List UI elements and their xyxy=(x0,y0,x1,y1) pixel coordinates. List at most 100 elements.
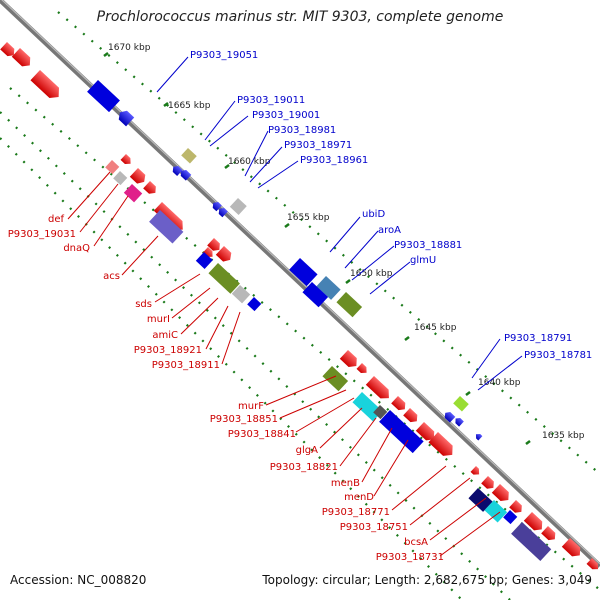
reverse-gene-arrow[interactable] xyxy=(523,512,546,534)
kbp-label-1670: 1670 kbp xyxy=(108,43,151,53)
gene-label-p9303-18911[interactable]: P9303_18911 xyxy=(152,360,220,371)
reverse-gene-arrow[interactable] xyxy=(143,181,159,196)
gene-label-p9303-18981[interactable]: P9303_18981 xyxy=(268,125,336,136)
reverse-gene-arrow[interactable] xyxy=(30,70,63,102)
forward-gene-arrow[interactable] xyxy=(179,168,192,181)
feature-block-olive[interactable] xyxy=(208,263,240,294)
reverse-gene-arrow[interactable] xyxy=(215,246,234,264)
reverse-gene-arrow[interactable] xyxy=(491,484,513,504)
gene-label-p9303-18971[interactable]: P9303_18971 xyxy=(284,140,352,151)
feature-block-blue[interactable] xyxy=(379,410,424,454)
feature-block-blue[interactable] xyxy=(87,80,120,113)
kbp-label-1665: 1665 kbp xyxy=(168,101,211,111)
gene-label-acs[interactable]: acs xyxy=(103,271,120,282)
reverse-strand-genes xyxy=(0,42,600,572)
gene-label-sds[interactable]: sds xyxy=(135,299,152,310)
feature-block-slate[interactable] xyxy=(511,522,552,561)
reverse-gene-arrow[interactable] xyxy=(391,396,408,413)
reverse-gene-arrow[interactable] xyxy=(339,350,361,370)
forward-gene-arrow[interactable] xyxy=(453,416,464,427)
forward-gene-arrow[interactable] xyxy=(474,432,483,441)
accession-label: Accession: NC_008820 xyxy=(10,573,147,587)
gene-label-p9303-18821[interactable]: P9303_18821 xyxy=(270,462,338,473)
reverse-gene-arrow[interactable] xyxy=(481,476,497,491)
gene-label-p9303-18841[interactable]: P9303_18841 xyxy=(228,429,296,440)
feature-block-blue[interactable] xyxy=(503,510,518,525)
gene-label-p9303-18961[interactable]: P9303_18961 xyxy=(300,155,368,166)
reverse-gene-arrow[interactable] xyxy=(356,363,370,376)
feature-block-cyan[interactable] xyxy=(352,392,383,422)
gene-label-p9303-19011[interactable]: P9303_19011 xyxy=(237,95,305,106)
forward-leader-lines xyxy=(156,56,523,391)
forward-gene-arrow[interactable] xyxy=(217,206,228,218)
reverse-gene-arrow[interactable] xyxy=(207,238,223,253)
kbp-label-1640: 1640 kbp xyxy=(478,378,521,388)
gene-label-glga[interactable]: glgA xyxy=(296,445,318,456)
gene-label-p9303-19001[interactable]: P9303_19001 xyxy=(252,110,320,121)
feature-block-blue[interactable] xyxy=(289,258,318,287)
forward-gene-arrow[interactable] xyxy=(116,108,135,127)
gene-label-p9303-18851[interactable]: P9303_18851 xyxy=(210,414,278,425)
feature-block-grey[interactable] xyxy=(113,171,128,186)
gene-label-dnaq[interactable]: dnaQ xyxy=(63,243,90,254)
feature-block-steelblue[interactable] xyxy=(316,276,341,300)
kbp-label-1655: 1655 kbp xyxy=(287,213,330,223)
reverse-gene-arrow[interactable] xyxy=(0,42,17,59)
feature-block-olive[interactable] xyxy=(336,292,363,318)
feature-block-pink[interactable] xyxy=(105,160,120,175)
gene-label-menb[interactable]: menB xyxy=(331,478,360,489)
gene-label-mend[interactable]: menD xyxy=(344,492,374,503)
reverse-gene-arrow[interactable] xyxy=(561,538,584,560)
gene-label-p9303-18751[interactable]: P9303_18751 xyxy=(340,522,408,533)
reverse-gene-arrow[interactable] xyxy=(470,466,482,477)
feature-block-cyan[interactable] xyxy=(484,500,508,523)
genome-backbone xyxy=(0,0,600,568)
gene-label-p9303-18771[interactable]: P9303_18771 xyxy=(322,507,390,518)
major-ticks xyxy=(103,52,531,445)
gene-label-p9303-18731[interactable]: P9303_18731 xyxy=(376,552,444,563)
scale-tracks xyxy=(0,11,600,600)
gene-label-p9303-19051[interactable]: P9303_19051 xyxy=(190,50,258,61)
gene-label-p9303-19031[interactable]: P9303_19031 xyxy=(8,229,76,240)
reverse-gene-arrow[interactable] xyxy=(11,48,34,70)
reverse-gene-arrow[interactable] xyxy=(586,558,600,572)
feature-block-grey[interactable] xyxy=(229,198,247,215)
forward-gene-arrow[interactable] xyxy=(171,164,183,176)
feature-block-grey[interactable] xyxy=(231,285,251,304)
reverse-gene-arrow[interactable] xyxy=(365,376,393,403)
gene-label-glmu[interactable]: glmU xyxy=(410,255,436,266)
gene-label-muri[interactable]: murI xyxy=(147,314,170,325)
feature-block-magenta[interactable] xyxy=(123,184,143,203)
gene-label-amic[interactable]: amiC xyxy=(152,330,178,341)
gene-label-p9303-18781[interactable]: P9303_18781 xyxy=(524,350,592,361)
reverse-gene-arrow[interactable] xyxy=(129,168,148,186)
reverse-gene-arrow[interactable] xyxy=(428,432,457,460)
kbp-label-1645: 1645 kbp xyxy=(414,323,457,333)
reverse-gene-arrow[interactable] xyxy=(509,500,525,515)
reverse-gene-arrow[interactable] xyxy=(541,526,558,543)
forward-gene-arrow[interactable] xyxy=(211,200,222,212)
feature-block-slate[interactable] xyxy=(149,210,184,244)
reverse-gene-arrow[interactable] xyxy=(120,154,134,167)
gene-label-p9303-18791[interactable]: P9303_18791 xyxy=(504,333,572,344)
reverse-strand-features xyxy=(105,160,552,561)
gene-label-p9303-18921[interactable]: P9303_18921 xyxy=(134,345,202,356)
feature-block-blue[interactable] xyxy=(302,282,329,308)
gene-label-ubid[interactable]: ubiD xyxy=(362,209,385,220)
feature-block-olive[interactable] xyxy=(322,366,349,392)
feature-block-blue[interactable] xyxy=(195,252,213,269)
reverse-gene-arrow[interactable] xyxy=(153,202,187,234)
feature-block-lime[interactable] xyxy=(453,396,469,412)
feature-block-khaki[interactable] xyxy=(181,148,197,164)
gene-label-def[interactable]: def xyxy=(48,214,65,225)
feature-block-darkgrey[interactable] xyxy=(373,405,388,420)
feature-block-blue[interactable] xyxy=(247,297,262,312)
feature-block-navy[interactable] xyxy=(468,488,493,512)
reverse-gene-arrow[interactable] xyxy=(403,408,420,425)
gene-label-aroa[interactable]: aroA xyxy=(378,225,401,236)
gene-label-bcsa[interactable]: bcsA xyxy=(404,537,428,548)
forward-gene-arrow[interactable] xyxy=(443,410,456,423)
reverse-gene-arrow[interactable] xyxy=(415,422,438,444)
gene-label-p9303-18881[interactable]: P9303_18881 xyxy=(394,240,462,251)
gene-label-murf[interactable]: murF xyxy=(238,401,264,412)
